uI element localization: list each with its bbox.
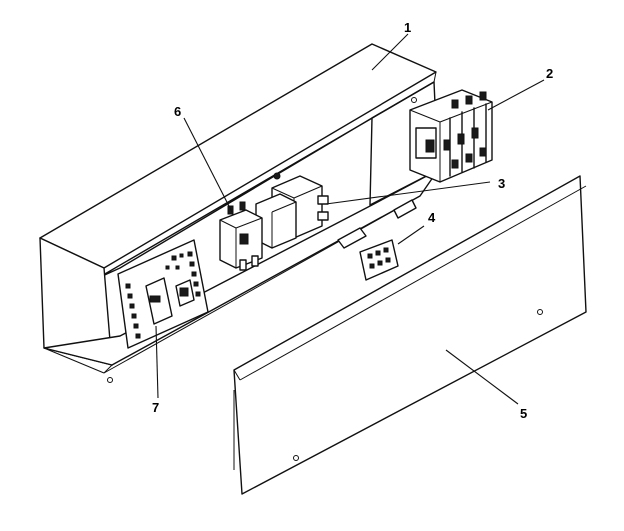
leader-1 [371, 33, 409, 71]
leader-lines [155, 33, 545, 405]
control-box-housing [39, 43, 439, 383]
leader-2 [487, 79, 545, 111]
callout-3: 3 [498, 176, 505, 191]
leader-5 [445, 349, 519, 405]
callout-7: 7 [152, 400, 159, 415]
cover-panel [233, 175, 587, 495]
floor-tab [337, 227, 367, 249]
callout-4: 4 [428, 210, 436, 225]
leader-6 [183, 117, 233, 213]
housing-back-wall [97, 81, 435, 279]
floor-tab [393, 199, 417, 219]
cover-panel-face [233, 175, 587, 495]
relay [219, 201, 263, 271]
leader-7 [155, 325, 159, 399]
callout-1: 1 [404, 20, 411, 35]
contactor-armature [425, 139, 435, 153]
callout-6: 6 [174, 104, 181, 119]
leader-3 [325, 181, 491, 205]
transformer-terminal [273, 172, 281, 180]
control-board [117, 239, 209, 349]
cover-screw-hole [293, 455, 299, 461]
contactor [409, 89, 493, 183]
terminal-plate-body [359, 239, 399, 281]
cover-screw-hole [537, 309, 543, 315]
callout-2: 2 [546, 66, 553, 81]
mounting-hole [411, 97, 417, 103]
terminal-plate [359, 239, 399, 281]
transformer [255, 172, 329, 249]
leader-4 [397, 225, 425, 245]
mounting-hole [107, 377, 113, 383]
callout-5: 5 [520, 406, 527, 421]
